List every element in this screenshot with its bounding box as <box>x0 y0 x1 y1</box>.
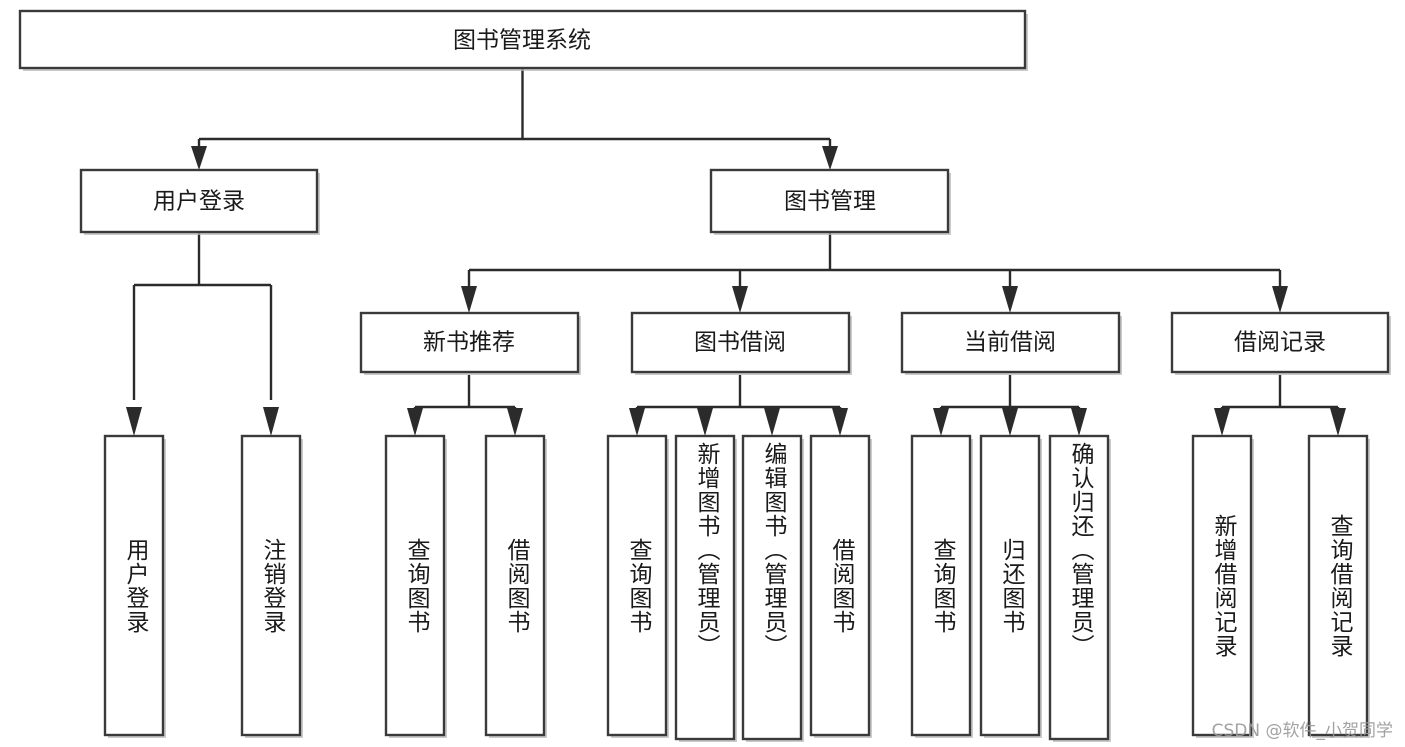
leaf-box-user-logout[interactable] <box>240 434 302 737</box>
node-book-borrow-box[interactable] <box>630 311 851 374</box>
connector-layer <box>126 68 1346 436</box>
arrow-book-manage <box>822 146 838 170</box>
arrow-borrow-record <box>1272 286 1288 313</box>
leaf-boxes-layer <box>103 434 1370 742</box>
node-book-borrow[interactable]: 图书借阅 <box>630 311 852 375</box>
arrow-leaf-return-book <box>1002 408 1018 436</box>
node-borrow-record-box[interactable] <box>1170 311 1390 374</box>
arrow-leaf-borrow-book-1 <box>507 408 523 436</box>
leaf-box-return-book[interactable] <box>979 434 1041 737</box>
node-book-manage-box[interactable] <box>709 168 950 234</box>
node-root-label: 图书管理系统 <box>453 28 591 54</box>
arrow-leaf-user-login <box>126 407 142 436</box>
leaf-box-edit-book[interactable] <box>741 434 803 741</box>
arrow-leaf-add-book <box>697 408 713 436</box>
leaf-box-add-record[interactable] <box>1191 434 1253 737</box>
node-root[interactable]: 图书管理系统 <box>18 9 1028 71</box>
node-root-box[interactable] <box>18 9 1027 70</box>
node-book-manage-label: 图书管理 <box>784 189 876 215</box>
node-current-borrow-label: 当前借阅 <box>964 330 1056 356</box>
arrow-leaf-confirm-return <box>1071 408 1087 436</box>
leaf-box-query-book-2[interactable] <box>606 434 668 737</box>
node-user-login-label: 用户登录 <box>153 189 245 215</box>
arrow-leaf-query-book-3 <box>933 408 949 436</box>
leaf-box-query-record[interactable] <box>1307 434 1369 737</box>
leaf-box-query-book-1[interactable] <box>384 434 446 737</box>
node-user-login[interactable]: 用户登录 <box>79 168 320 235</box>
leaf-box-add-book[interactable] <box>674 434 736 741</box>
arrow-leaf-query-book-1 <box>407 408 423 436</box>
arrow-new-book-rec <box>461 286 477 313</box>
arrow-leaf-user-logout <box>263 407 279 436</box>
node-user-login-box[interactable] <box>79 168 319 234</box>
leaf-box-borrow-book-2[interactable] <box>809 434 871 737</box>
node-new-book-rec-label: 新书推荐 <box>423 330 515 356</box>
node-book-borrow-label: 图书借阅 <box>694 330 786 356</box>
node-borrow-record[interactable]: 借阅记录 <box>1170 311 1391 375</box>
node-current-borrow[interactable]: 当前借阅 <box>900 311 1122 375</box>
arrow-leaf-add-record <box>1214 408 1230 436</box>
leaf-box-user-login[interactable] <box>103 434 165 737</box>
arrow-leaf-query-book-2 <box>629 408 645 436</box>
arrow-leaf-query-record <box>1330 408 1346 436</box>
node-new-book-rec-box[interactable] <box>359 311 580 374</box>
arrow-book-borrow <box>732 286 748 313</box>
arrow-user-login <box>191 146 207 170</box>
arrow-leaf-borrow-book-2 <box>832 408 848 436</box>
node-borrow-record-label: 借阅记录 <box>1234 330 1326 356</box>
leaf-box-confirm-return[interactable] <box>1048 434 1110 741</box>
arrow-current-borrow <box>1002 286 1018 313</box>
csdn-watermark: CSDN @软件_小贺同学 <box>1211 721 1393 741</box>
node-book-manage[interactable]: 图书管理 <box>709 168 951 235</box>
node-current-borrow-box[interactable] <box>900 311 1121 374</box>
node-new-book-rec[interactable]: 新书推荐 <box>359 311 581 375</box>
leaf-box-query-book-3[interactable] <box>910 434 972 737</box>
leaf-box-borrow-book-1[interactable] <box>484 434 546 737</box>
arrow-leaf-edit-book <box>764 408 780 436</box>
